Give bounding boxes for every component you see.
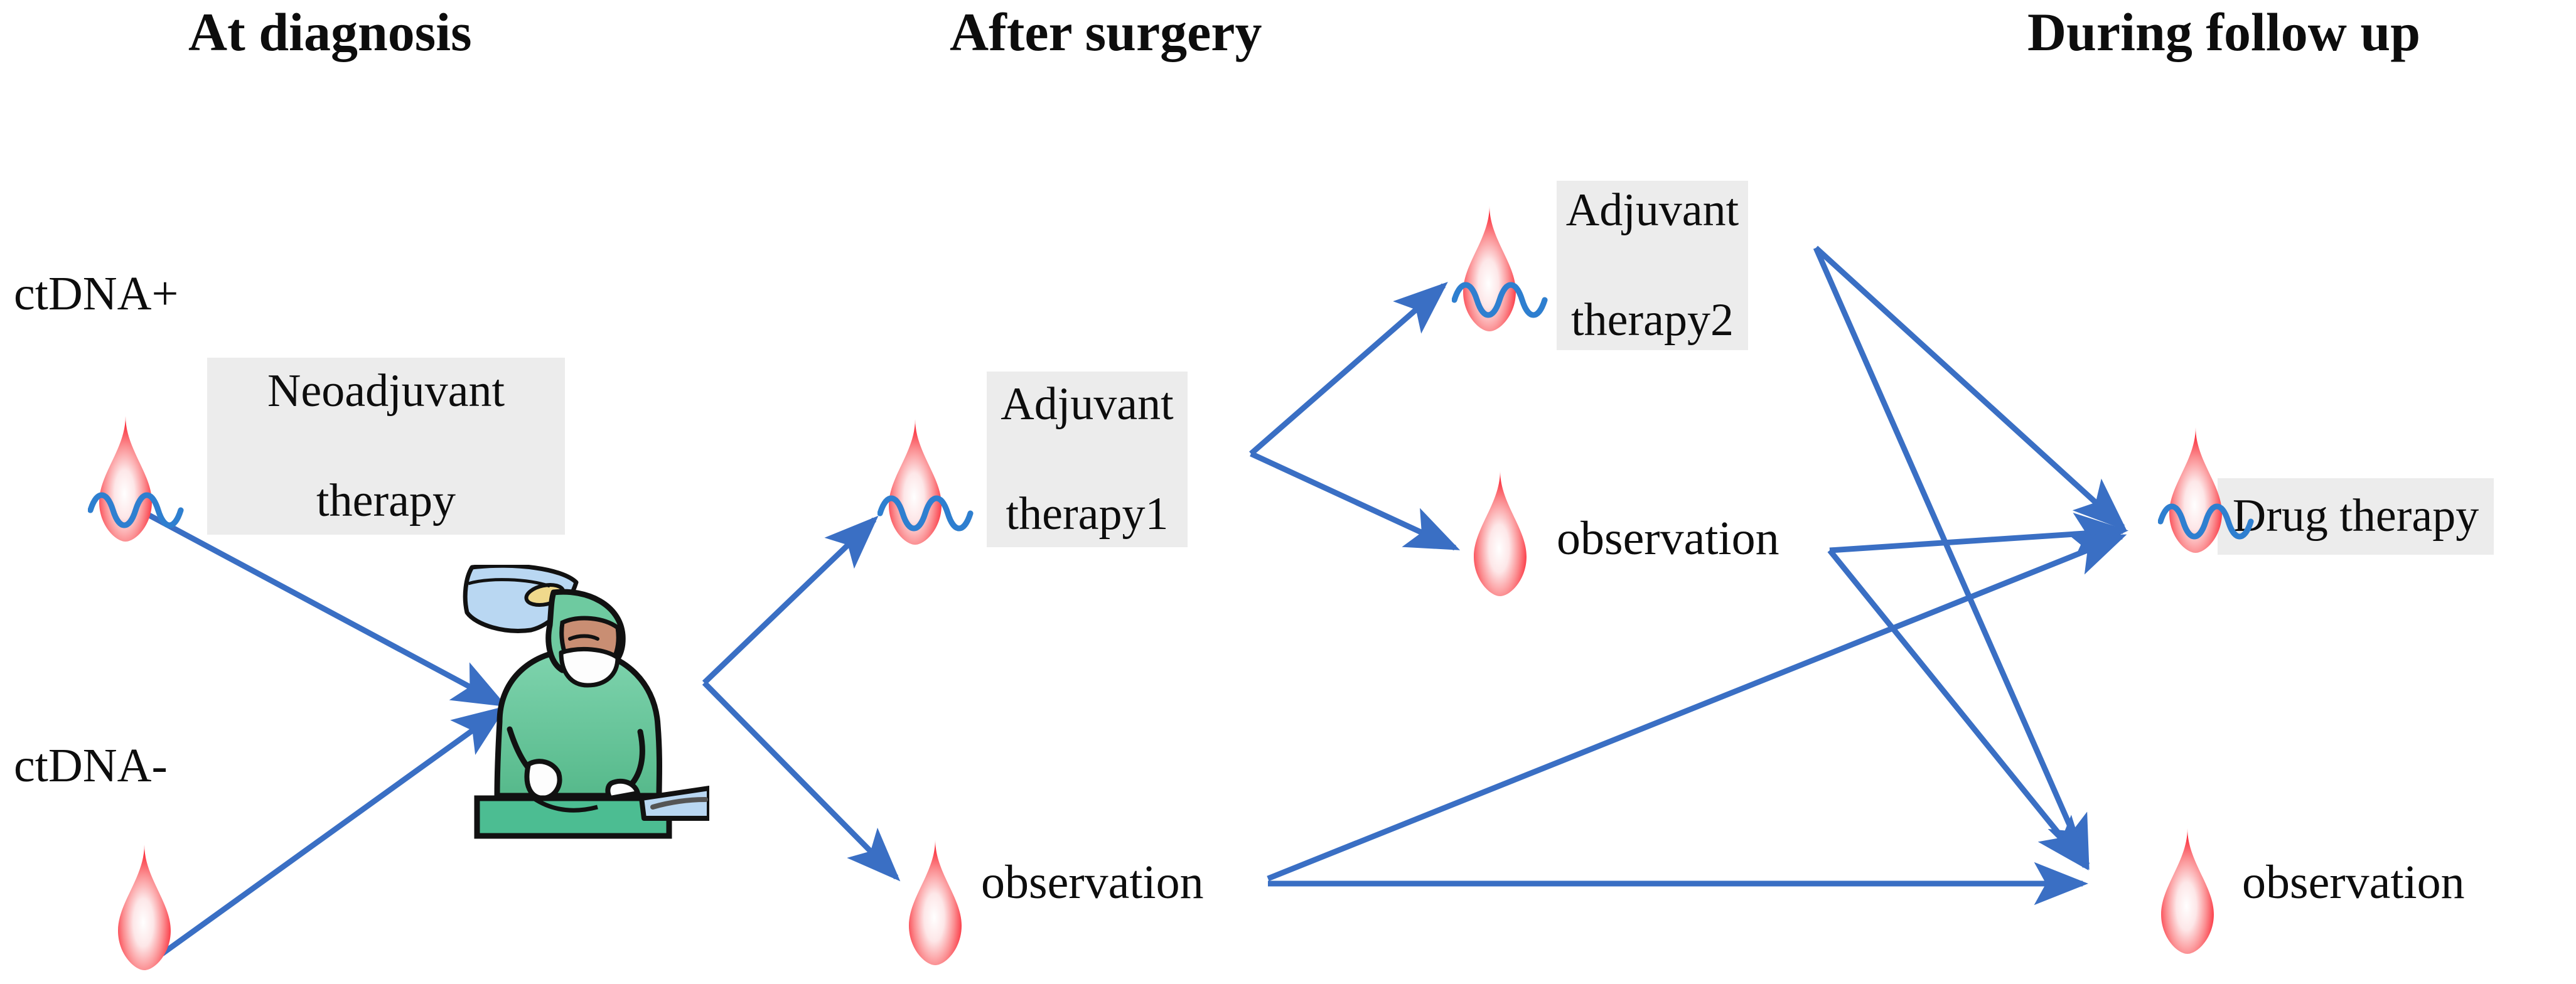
observation-label-followup-bottom: observation bbox=[2242, 856, 2465, 909]
neoadjuvant-line-2: therapy bbox=[316, 474, 456, 527]
header-at-diagnosis: At diagnosis bbox=[188, 2, 472, 62]
edge-ctdna-neg-to-surgery bbox=[160, 705, 507, 956]
blood-drop-ctdna-positive-diagnosis bbox=[88, 416, 184, 542]
dna-helix-blue-strand-icon bbox=[2158, 503, 2254, 540]
dna-helix-blue-strand-icon bbox=[88, 492, 184, 528]
header-after-surgery: After surgery bbox=[950, 2, 1262, 62]
surgeon-body-icon bbox=[474, 589, 709, 839]
dna-helix-blue-strand-icon bbox=[1452, 282, 1548, 318]
blood-drop-ctdna-positive-after-surgery bbox=[877, 419, 974, 545]
drop-shape-icon bbox=[1474, 471, 1527, 596]
drug-therapy-label: Drug therapy bbox=[2232, 490, 2479, 542]
edge-ctdna-pos-to-surgery bbox=[144, 511, 507, 707]
blood-drop-observation-after-surgery bbox=[909, 840, 962, 965]
adjuvant-therapy1-box[interactable]: Adjuvant therapy1 bbox=[987, 372, 1188, 547]
dna-helix-blue-strand-icon bbox=[877, 495, 974, 532]
edge-observation-to-drug-therapy bbox=[1829, 513, 2128, 556]
adjuvant2-line-2: therapy2 bbox=[1571, 294, 1734, 346]
drop-shape-icon bbox=[118, 845, 171, 970]
blood-drop-observation-adjuvant bbox=[1474, 471, 1527, 596]
observation-label-after-surgery-bottom: observation bbox=[981, 856, 1204, 909]
neoadjuvant-line-1: Neoadjuvant bbox=[267, 365, 505, 417]
drop-shape-icon bbox=[2161, 828, 2214, 954]
label-ctdna-positive: ctDNA+ bbox=[14, 267, 179, 320]
header-during-follow-up: During follow up bbox=[2027, 2, 2421, 62]
adjuvant-therapy2-box[interactable]: Adjuvant therapy2 bbox=[1557, 181, 1748, 350]
edge-bottom-observation-to-drug-therapy bbox=[1267, 533, 2127, 882]
blood-drop-ctdna-positive-followup bbox=[2158, 427, 2254, 553]
surgeon-illustration bbox=[463, 565, 709, 839]
observation-label-after-surgery-adjuvant: observation bbox=[1557, 512, 1779, 565]
label-ctdna-negative: ctDNA- bbox=[14, 739, 168, 792]
blood-drop-ctdna-negative-diagnosis bbox=[118, 845, 171, 970]
edge-adjuvant1-to-observation bbox=[1250, 451, 1461, 551]
edge-surgery-to-ctdna-pos bbox=[702, 515, 879, 685]
adjuvant1-line-1: Adjuvant bbox=[1001, 378, 1174, 430]
edge-adjuvant1-to-ctdna-pos bbox=[1249, 282, 1448, 456]
blood-drop-observation-followup bbox=[2161, 828, 2214, 954]
edge-adjuvant2-to-drug-therapy bbox=[1813, 245, 2127, 532]
edge-surgery-to-observation bbox=[702, 680, 901, 882]
neoadjuvant-therapy-box[interactable]: Neoadjuvant therapy bbox=[207, 358, 565, 535]
drug-therapy-box[interactable]: Drug therapy bbox=[2218, 478, 2494, 555]
edge-observation-to-observation-followup bbox=[1827, 548, 2089, 870]
adjuvant2-line-1: Adjuvant bbox=[1565, 184, 1739, 237]
adjuvant1-line-2: therapy1 bbox=[1006, 488, 1169, 540]
drop-shape-icon bbox=[909, 840, 962, 965]
blood-drop-ctdna-positive-adjuvant2 bbox=[1452, 206, 1548, 331]
edge-adjuvant2-to-observation-followup bbox=[1813, 247, 2090, 870]
